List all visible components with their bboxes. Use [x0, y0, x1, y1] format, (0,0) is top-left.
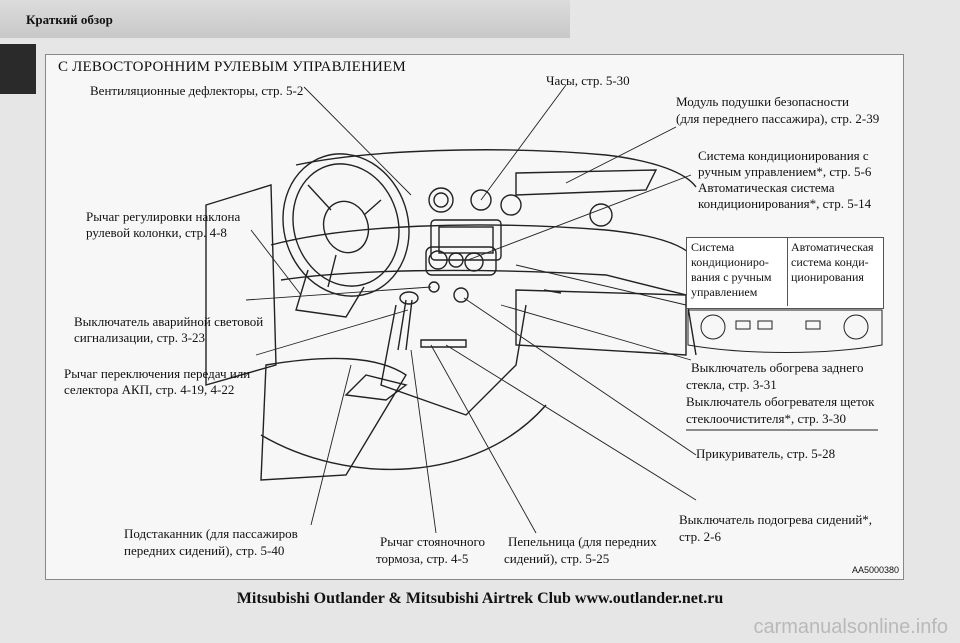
gear-knob: [399, 291, 419, 305]
glovebox: [515, 289, 687, 356]
vent-mid-2: [500, 194, 522, 216]
parking-lever: [344, 374, 408, 401]
seat-armrest: [260, 357, 407, 481]
vent-mid-1: [470, 189, 492, 211]
label-hazard-line1: Выключатель аварийной световой: [74, 314, 264, 329]
leader-vents: [303, 86, 412, 196]
ac-panel: [425, 246, 497, 276]
lighter-socket: [453, 287, 469, 303]
label-seat-heater-line1: Выключатель подогрева сидений*,: [679, 512, 873, 527]
label-ac-line3: Автоматическая система: [698, 180, 835, 195]
leader-seat-heater: [445, 344, 697, 501]
ac-knob-3: [464, 252, 484, 272]
left-door-panel: [205, 184, 277, 386]
ac-auto-line3: ционирования: [791, 270, 864, 284]
leader-panel: [515, 264, 687, 306]
label-cupholder-line1: Подстаканник (для пассажиров: [124, 526, 298, 541]
label-airbag-line2: (для переднего пассажира), стр. 2-39: [676, 111, 880, 126]
ac-manual-cell: Система кондициониро- вания с ручным упр…: [691, 240, 787, 300]
ac-knob-1: [428, 250, 448, 270]
label-wiper-heater-line2: стеклоочистителя*, стр. 3-30: [686, 411, 846, 426]
label-tilt-line2: рулевой колонки, стр. 4-8: [86, 225, 227, 240]
label-ashtray-line2: сидений), стр. 5-25: [504, 551, 610, 566]
gear-lever: [397, 299, 413, 351]
leader-ashtray: [430, 344, 537, 534]
label-seat-heater-line2: стр. 2-6: [679, 529, 721, 544]
panel-detail-btn-2: [757, 320, 773, 330]
vent-left-inner: [433, 192, 449, 208]
panel-detail-outline: [687, 309, 883, 353]
ac-manual-line1: Система: [691, 240, 735, 254]
page-header-title: Краткий обзор: [26, 12, 113, 27]
ac-manual-line3: вания с ручным: [691, 270, 772, 284]
leader-parking: [410, 349, 437, 534]
ac-auto-cell: Автоматическая система конди- ционирован…: [787, 238, 887, 306]
leader-shift: [255, 309, 409, 356]
ac-manual-line4: управлением: [691, 285, 758, 299]
label-ac-line2: ручным управлением*, стр. 5-6: [698, 164, 872, 179]
leader-hazard: [245, 286, 432, 301]
panel-detail-btn-3: [805, 320, 821, 330]
label-rear-defog-line1: Выключатель обогрева заднего: [691, 360, 864, 375]
panel-detail-btn-1: [735, 320, 751, 330]
panel-detail-dial-2: [843, 314, 869, 340]
ac-auto-line2: система конди-: [791, 255, 869, 269]
center-display-inner: [438, 226, 494, 254]
ac-auto-line1: Автоматическая: [791, 240, 874, 254]
label-airbag-line1: Модуль подушки безопасности: [676, 94, 849, 109]
leader-tilt: [250, 229, 302, 296]
ac-manual-line2: кондициониро-: [691, 255, 769, 269]
ac-type-table: Система кондициониро- вания с ручным упр…: [686, 237, 884, 309]
center-display: [430, 219, 502, 261]
label-hazard-line2: сигнализации, стр. 3-23: [74, 330, 206, 345]
console-buttons: [420, 339, 467, 348]
floor-contour: [260, 404, 547, 471]
dash-lower-outline: [270, 224, 697, 261]
label-shift-line1: Рычаг переключения передач или: [64, 366, 251, 381]
label-parking-line2: тормоза, стр. 4-5: [376, 551, 469, 566]
dash-front-edge: [280, 269, 697, 356]
diagram-frame: С ЛЕВОСТОРОННИМ РУЛЕВЫМ УПРАВЛЕНИЕМ: [45, 54, 904, 580]
figure-ref-code: AA5000380: [851, 565, 899, 575]
label-ac-line1: Система кондиционирования с: [698, 148, 869, 163]
leader-ac: [467, 174, 692, 261]
windshield-base: [515, 169, 658, 196]
leader-cupholder: [310, 364, 352, 526]
label-ashtray-line1: Пепельница (для передних: [508, 534, 657, 549]
steering-hub: [322, 200, 370, 254]
label-lighter: Прикуриватель, стр. 5-28: [696, 446, 836, 461]
glovebox-handle: [543, 289, 562, 294]
label-tilt-line1: Рычаг регулировки наклона: [86, 209, 241, 224]
club-footer: Mitsubishi Outlander & Mitsubishi Airtre…: [236, 590, 724, 607]
dashboard-illustration: [205, 84, 883, 534]
ac-knob-2: [448, 252, 464, 268]
leader-rear-defog: [500, 304, 692, 361]
steering-wheel-outer: [282, 153, 410, 297]
steering-spokes: [307, 184, 382, 288]
panel-detail-dial-1: [700, 314, 726, 340]
site-watermark: carmanualsonline.info: [753, 616, 948, 638]
steering-column: [295, 269, 365, 318]
vent-left: [428, 187, 454, 213]
leader-lighter: [463, 297, 697, 456]
center-console: [380, 304, 527, 416]
header-band: Краткий обзор: [0, 0, 570, 38]
label-parking-line1: Рычаг стояночного: [380, 534, 485, 549]
label-wiper-heater-line1: Выключатель обогревателя щеток: [686, 394, 875, 409]
steering-wheel-inner: [292, 163, 400, 287]
label-rear-defog-line2: стекла, стр. 3-31: [686, 377, 777, 392]
vent-right: [589, 203, 613, 227]
leader-airbag: [565, 126, 677, 184]
section-tab: [0, 44, 36, 94]
label-cupholder-line2: передних сидений), стр. 5-40: [124, 543, 285, 558]
label-ac-line4: кондиционирования*, стр. 5-14: [698, 196, 872, 211]
label-vents: Вентиляционные дефлекторы, стр. 5-2: [90, 83, 304, 98]
section-title: С ЛЕВОСТОРОННИМ РУЛЕВЫМ УПРАВЛЕНИЕМ: [58, 59, 406, 75]
label-clock: Часы, стр. 5-30: [546, 73, 630, 88]
label-shift-line2: селектора АКП, стр. 4-19, 4-22: [64, 382, 235, 397]
leader-clock: [480, 84, 567, 201]
